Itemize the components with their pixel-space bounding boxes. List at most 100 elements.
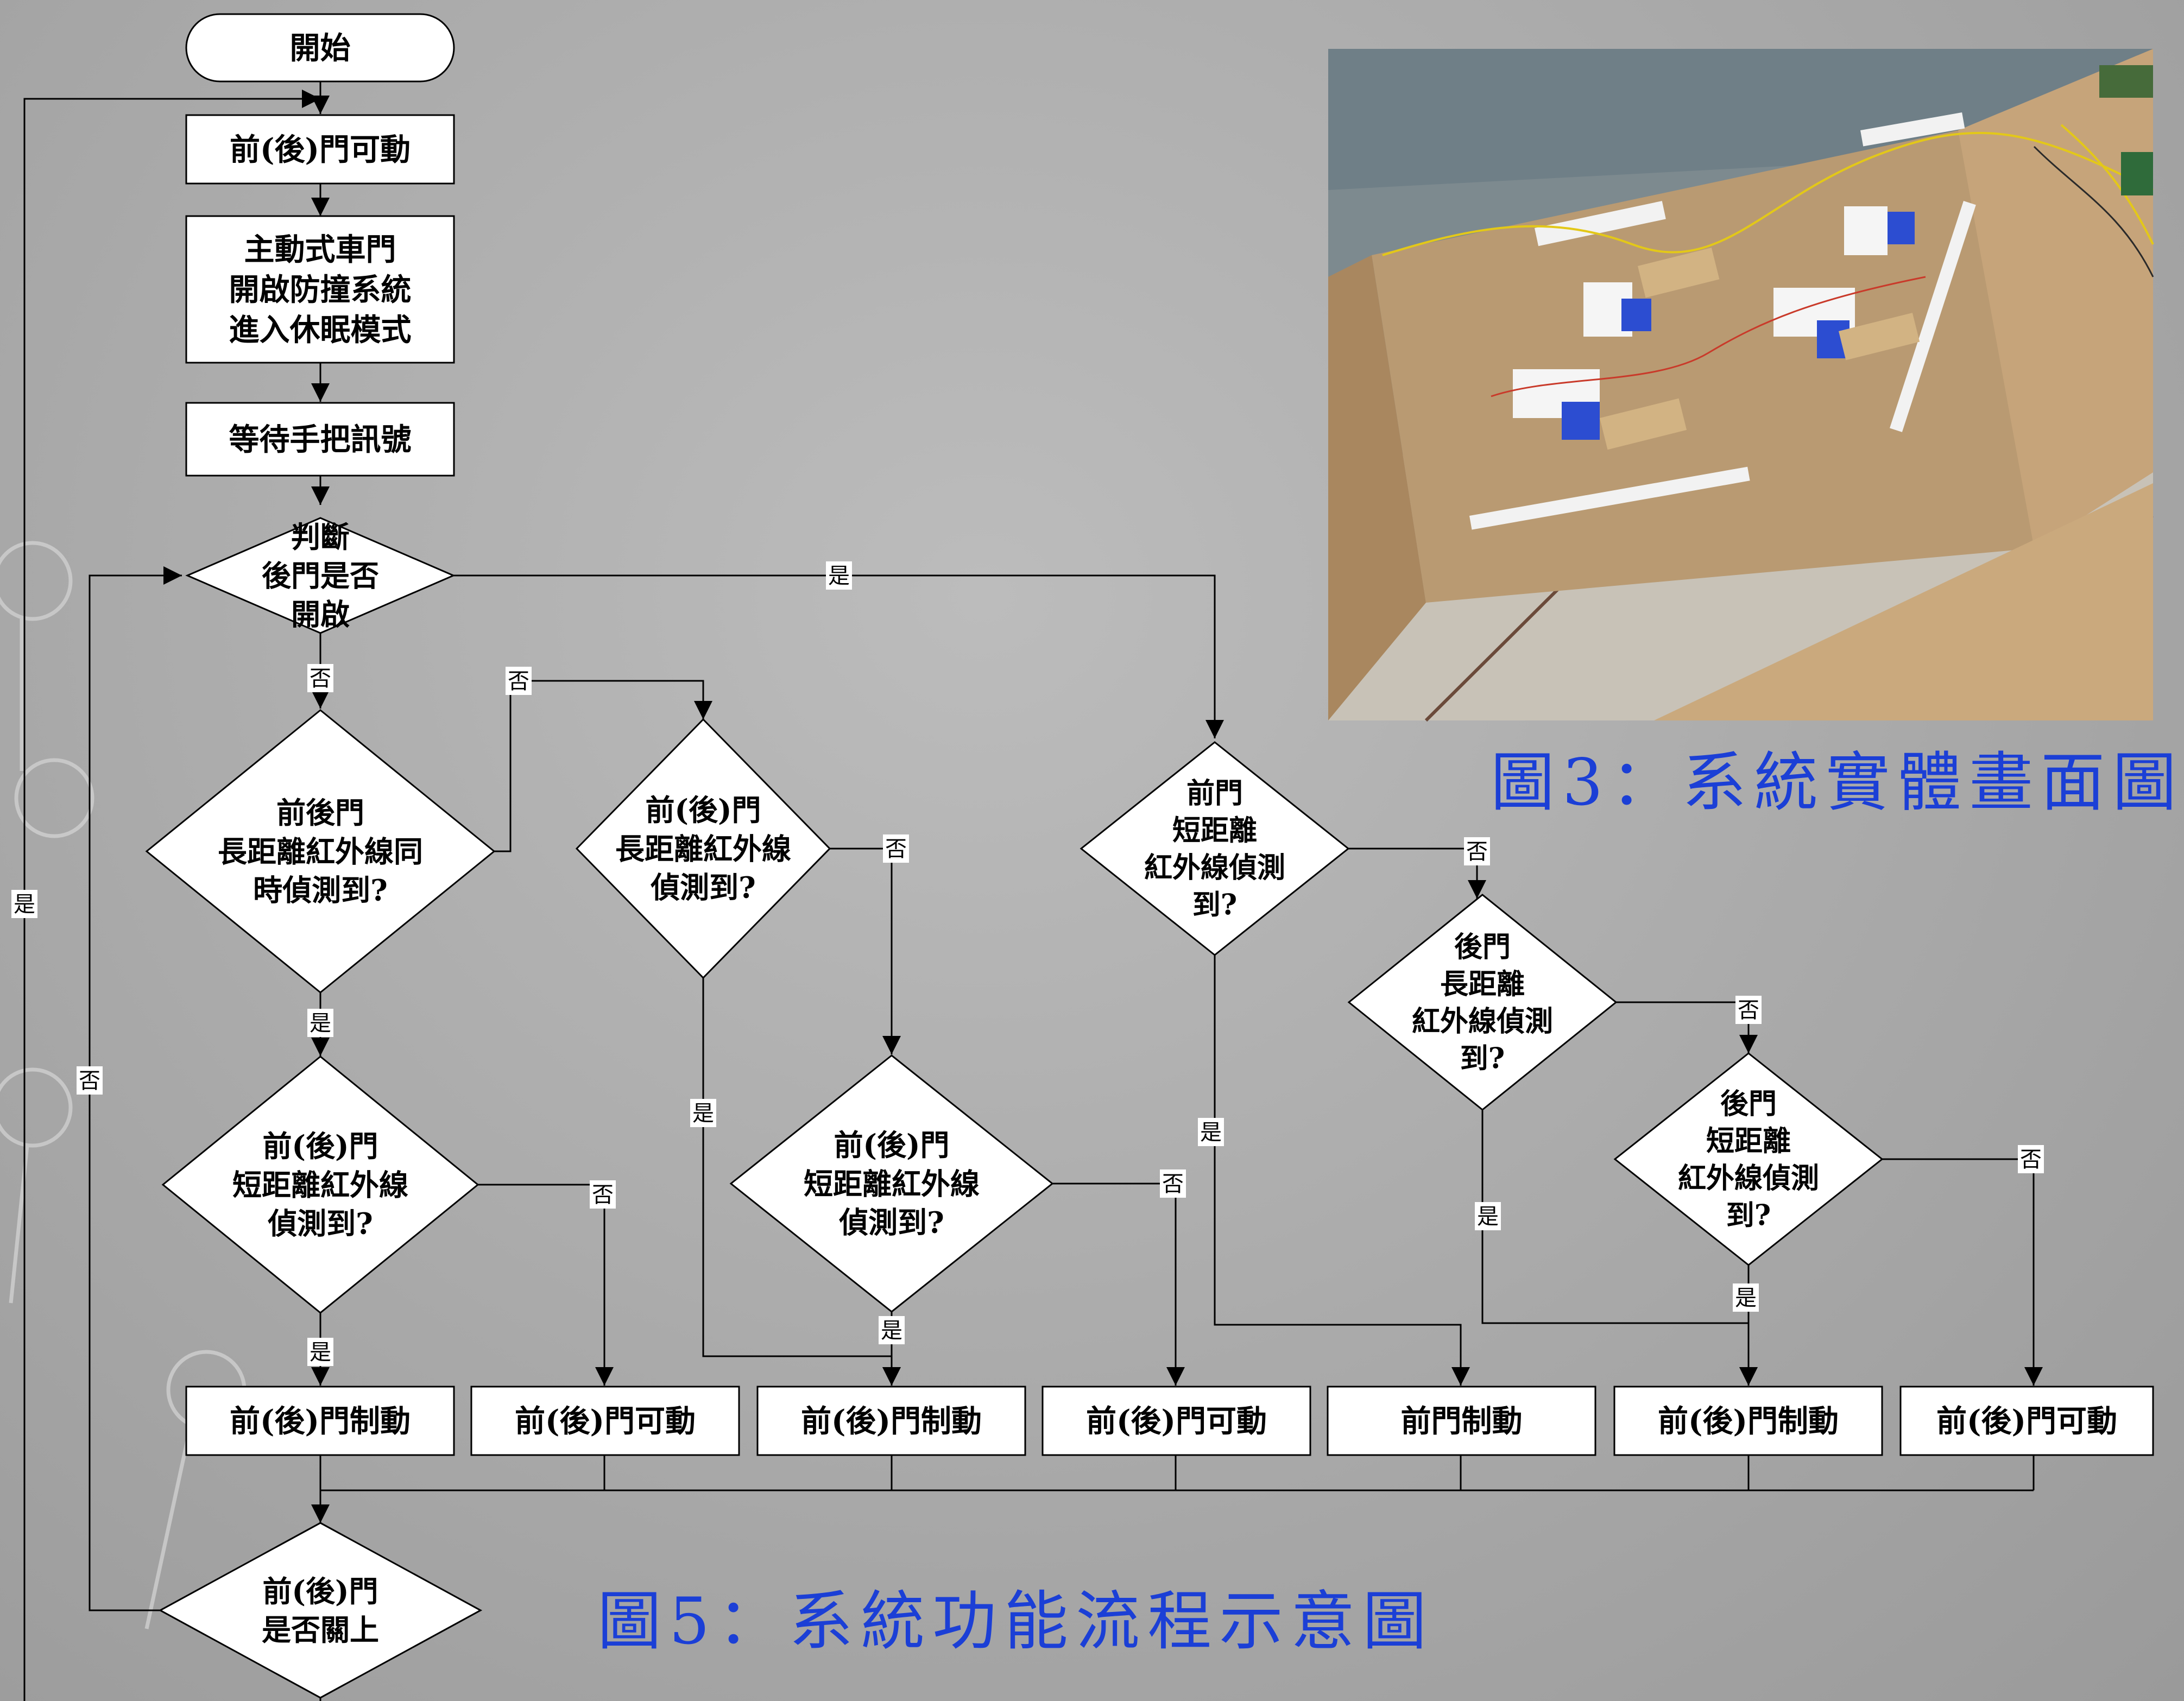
edge-label-bg xyxy=(879,1316,905,1344)
node-text-line: 開始 xyxy=(290,30,351,66)
node-text-line: 短距離 xyxy=(1172,814,1257,847)
flow-node-shape xyxy=(1041,1386,1311,1456)
edge-label-text: 否 xyxy=(310,666,331,691)
edge-label-no: 否 xyxy=(590,1180,616,1209)
edge-label-bg xyxy=(307,1338,333,1366)
edge-label-text: 是 xyxy=(1200,1120,1222,1145)
edge-label-bg xyxy=(1464,837,1490,865)
flow-node-b3: 等待手把訊號 xyxy=(185,402,455,477)
flow-node-out1: 前(後)門制動 xyxy=(185,1386,455,1456)
node-text-line: 短距離紅外線 xyxy=(232,1167,408,1202)
edge-label-no: 否 xyxy=(506,667,532,695)
node-text-line: 長距離紅外線 xyxy=(615,831,791,866)
edge-label-yes: 是 xyxy=(879,1316,905,1344)
flow-node-shape xyxy=(1899,1386,2154,1456)
node-text-line: 前門 xyxy=(1186,777,1243,810)
flow-node-shape xyxy=(1613,1386,1883,1456)
node-text-line: 開啟防撞系統 xyxy=(229,272,412,308)
node-text-line: 前(後)門制動 xyxy=(230,1403,411,1439)
system-photo xyxy=(1328,49,2154,722)
edge-label-yes: 是 xyxy=(1475,1202,1501,1230)
background-decoration xyxy=(0,541,247,1629)
edge-label-yes: 是 xyxy=(1733,1283,1759,1312)
edge-label-no: 否 xyxy=(1735,996,1762,1024)
edge-label-bg xyxy=(1735,996,1762,1024)
edge-label-bg xyxy=(11,890,37,918)
edge-label-no: 否 xyxy=(1160,1169,1186,1198)
edge-label-bg xyxy=(690,1099,716,1127)
node-text-line: 前(後)門 xyxy=(834,1128,949,1162)
edge-label-text: 否 xyxy=(1466,839,1488,864)
node-text-line: 前(後)門制動 xyxy=(1658,1403,1839,1439)
flow-node-shape xyxy=(185,215,455,364)
flow-node-shape xyxy=(161,1055,479,1314)
photo-caption: 圖3：系統實體畫面圖 xyxy=(1491,745,2184,820)
edge-label-text: 否 xyxy=(1738,998,1759,1023)
edge-label-text: 否 xyxy=(508,669,529,694)
edge-label-bg xyxy=(826,561,852,590)
flow-node-shape xyxy=(185,402,455,477)
node-text-line: 開啟 xyxy=(291,597,350,632)
node-text-line: 時偵測到? xyxy=(253,873,388,908)
node-text-line: 前(後)門可動 xyxy=(1086,1403,1267,1439)
edge-label-yes: 是 xyxy=(307,1009,333,1037)
edge-label-yes: 是 xyxy=(11,890,37,918)
node-text-line: 進入休眠模式 xyxy=(229,312,412,348)
node-text-line: 後門 xyxy=(1454,931,1511,964)
edge-label-bg xyxy=(590,1180,616,1209)
node-text-line: 到? xyxy=(1726,1199,1771,1232)
edge-label-text: 是 xyxy=(14,892,35,917)
flow-nodes: 開始前(後)門可動主動式車門開啟防撞系統進入休眠模式等待手把訊號判斷後門是否開啟… xyxy=(145,13,2154,1699)
node-text-line: 前(後)門 xyxy=(645,793,761,827)
edge-label-bg xyxy=(2018,1145,2044,1173)
flow-caption: 圖5：系統功能流程示意圖 xyxy=(597,1584,1435,1659)
system-photo-illustration xyxy=(1328,49,2154,722)
edge-label-bg xyxy=(1160,1169,1186,1198)
flow-node-shape xyxy=(185,517,456,634)
node-text-line: 判斷 xyxy=(291,520,350,554)
node-text-line: 偵測到? xyxy=(838,1205,944,1240)
flow-node-start: 開始 xyxy=(185,13,455,83)
node-text-line: 前(後)門可動 xyxy=(230,132,411,168)
edge-label-no: 否 xyxy=(307,664,333,692)
edge-label-yes: 是 xyxy=(1198,1118,1224,1146)
edge-label-bg xyxy=(307,1009,333,1037)
edge-label-text: 是 xyxy=(310,1340,331,1365)
flow-node-shape xyxy=(756,1386,1026,1456)
flow-node-shape xyxy=(1080,741,1350,956)
flow-node-shape xyxy=(145,709,496,994)
node-text-line: 前(後)門可動 xyxy=(515,1403,696,1439)
edge-label-text: 否 xyxy=(885,837,907,862)
flow-node-out5: 前門制動 xyxy=(1327,1386,1596,1456)
flow-node-shape xyxy=(1613,1052,1884,1266)
node-text-line: 前(後)門 xyxy=(262,1129,378,1163)
flow-node-b1: 前(後)門可動 xyxy=(185,114,455,185)
edge-label-text: 是 xyxy=(881,1318,902,1343)
edge-label-bg xyxy=(1198,1118,1224,1146)
flow-node-out2: 前(後)門可動 xyxy=(470,1386,740,1456)
flow-node-shape xyxy=(158,1522,483,1699)
flow-node-shape xyxy=(185,114,455,185)
node-text-line: 紅外線偵測 xyxy=(1678,1162,1819,1195)
flow-node-out4: 前(後)門可動 xyxy=(1041,1386,1311,1456)
edge-label-bg xyxy=(506,667,532,695)
node-text-line: 到? xyxy=(1460,1042,1505,1076)
flow-node-shape xyxy=(185,13,455,83)
node-text-line: 後門 xyxy=(1720,1087,1777,1121)
edge-label-bg xyxy=(77,1066,103,1095)
flow-node-out3: 前(後)門制動 xyxy=(756,1386,1026,1456)
edge-label-no: 否 xyxy=(883,834,909,863)
flow-edge-labels: 是否否是否否否是是是否是否是是否是否 xyxy=(11,561,2044,1366)
node-text-line: 等待手把訊號 xyxy=(229,422,412,458)
node-text-line: 長距離 xyxy=(1440,968,1525,1001)
node-text-line: 到? xyxy=(1192,889,1237,922)
edge-label-text: 是 xyxy=(1477,1204,1499,1229)
edge-label-text: 否 xyxy=(592,1183,614,1207)
